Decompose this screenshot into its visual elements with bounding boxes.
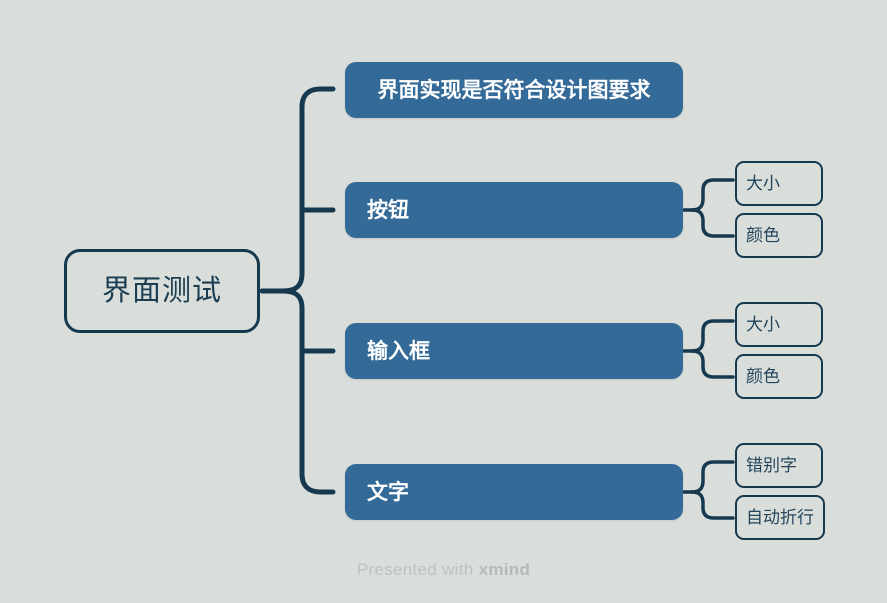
connector-input-brace-upper	[690, 319, 735, 353]
leaf-node-button-color[interactable]: 颜色	[735, 213, 823, 258]
connector-brace-lower	[280, 288, 336, 495]
connector-button-brace-upper	[690, 178, 735, 212]
branch-node-label: 文字	[367, 480, 409, 504]
leaf-node-label: 错别字	[746, 456, 797, 475]
branch-node-ui-design[interactable]: 界面实现是否符合设计图要求	[345, 62, 683, 118]
leaf-node-label: 自动折行	[746, 508, 814, 527]
connector-input-brace-lower	[690, 349, 735, 379]
connector-group-button	[682, 178, 735, 238]
watermark-brand: xmind	[478, 560, 531, 579]
connector-brace-upper	[280, 86, 336, 294]
root-node-label: 界面测试	[101, 274, 222, 307]
leaf-node-input-size[interactable]: 大小	[735, 302, 823, 347]
branch-node-button[interactable]: 按钮	[345, 182, 683, 238]
connector-button-brace-lower	[690, 208, 735, 238]
leaf-node-input-color[interactable]: 颜色	[735, 354, 823, 399]
leaf-node-label: 颜色	[746, 226, 780, 245]
watermark-prefix: Presented with	[356, 560, 479, 579]
connector-group-text	[682, 460, 735, 520]
xmind-watermark: Presented with xmind	[0, 560, 887, 580]
leaf-node-text-typo[interactable]: 错别字	[735, 443, 823, 488]
connector-text-brace-upper	[690, 460, 735, 494]
connector-text-brace-lower	[690, 490, 735, 520]
branch-node-label: 输入框	[367, 339, 430, 363]
root-node[interactable]: 界面测试	[64, 249, 260, 333]
branch-node-label: 按钮	[367, 198, 409, 222]
branch-node-text[interactable]: 文字	[345, 464, 683, 520]
branch-node-input[interactable]: 输入框	[345, 323, 683, 379]
branch-node-label: 界面实现是否符合设计图要求	[377, 78, 651, 102]
connector-group-input	[682, 319, 735, 379]
leaf-node-text-wrap[interactable]: 自动折行	[735, 495, 825, 540]
leaf-node-label: 大小	[746, 315, 780, 334]
leaf-node-label: 颜色	[746, 367, 780, 386]
leaf-node-label: 大小	[746, 174, 780, 193]
leaf-node-button-size[interactable]: 大小	[735, 161, 823, 206]
